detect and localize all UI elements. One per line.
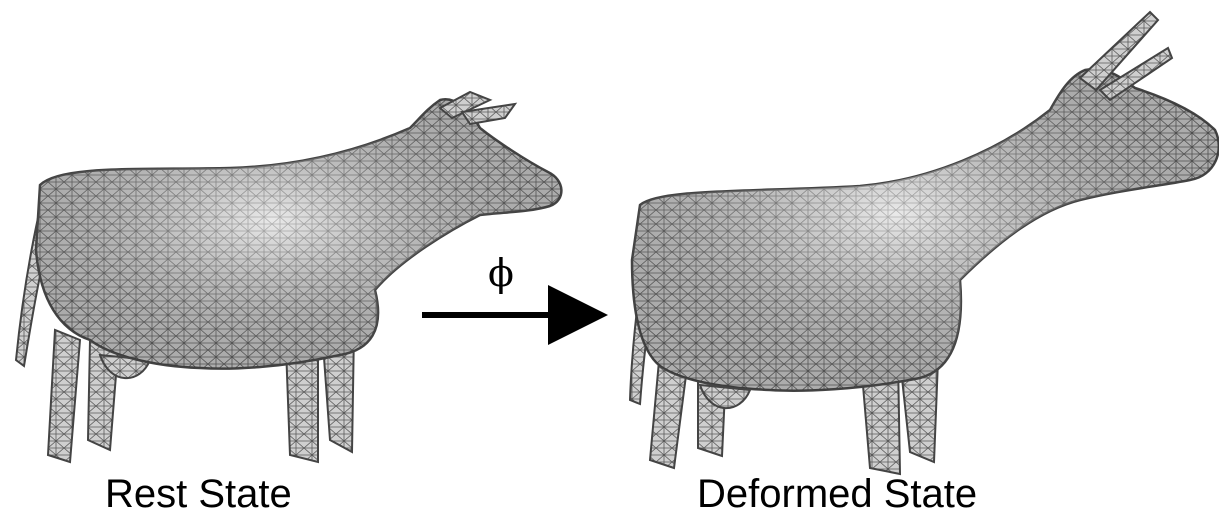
map-symbol: ϕ [488,254,514,292]
rest-state-label: Rest State [105,474,292,514]
rest-cow-mesh [16,92,561,462]
deformed-cow-mesh [630,12,1219,474]
deformed-state-label: Deformed State [697,474,977,514]
